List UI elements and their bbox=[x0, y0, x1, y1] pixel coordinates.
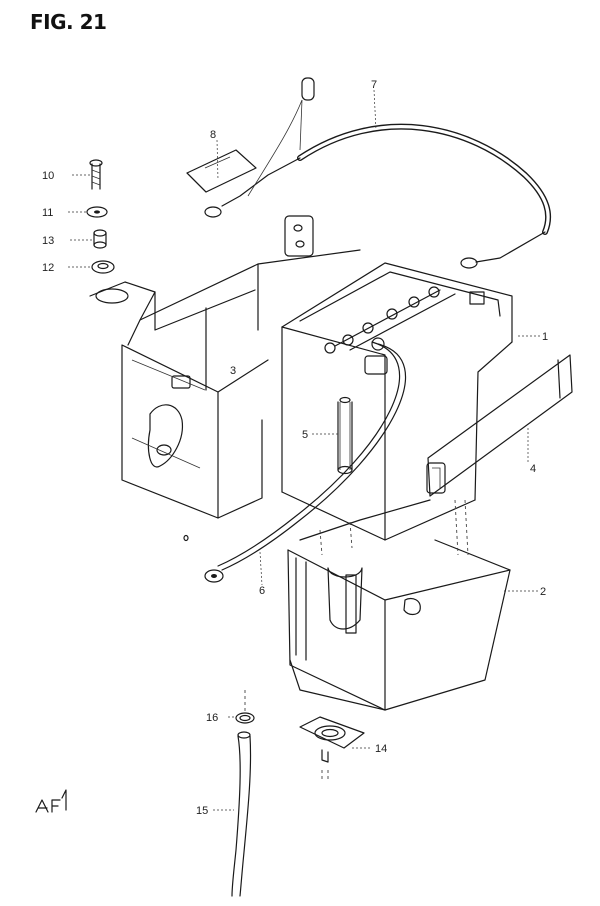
small-fastener-dot bbox=[183, 534, 189, 542]
drain-cup-14 bbox=[299, 716, 365, 782]
callout-13: 13 bbox=[42, 235, 54, 247]
battery-case-2 bbox=[287, 499, 511, 711]
battery-1 bbox=[281, 262, 513, 541]
spacer-5 bbox=[337, 401, 353, 475]
collar-13 bbox=[93, 229, 107, 249]
bolt-10 bbox=[89, 159, 103, 190]
callout-10: 10 bbox=[42, 170, 54, 182]
callout-6: 6 bbox=[259, 585, 265, 597]
battery-cable-6 bbox=[204, 337, 407, 583]
callout-11: 11 bbox=[42, 207, 53, 219]
front-arrow-icon bbox=[35, 789, 67, 813]
terminal-cover-8 bbox=[186, 149, 257, 193]
battery-cable-7 bbox=[204, 77, 552, 269]
callout-2: 2 bbox=[540, 586, 546, 598]
breather-hose-15 bbox=[231, 731, 252, 897]
callout-5: 5 bbox=[302, 429, 308, 441]
figure-title: FIG. 21 bbox=[30, 10, 107, 34]
callout-15: 15 bbox=[196, 805, 208, 817]
callout-8: 8 bbox=[210, 129, 216, 141]
callout-1: 1 bbox=[542, 331, 548, 343]
callout-7: 7 bbox=[371, 79, 377, 91]
hose-clamp-16 bbox=[235, 690, 255, 724]
leader-lines bbox=[68, 89, 540, 811]
callout-3: 3 bbox=[230, 365, 236, 377]
callout-12: 12 bbox=[42, 262, 54, 274]
callout-14: 14 bbox=[375, 743, 387, 755]
callout-4: 4 bbox=[530, 463, 536, 475]
grommet-12 bbox=[91, 260, 115, 274]
battery-holder-3 bbox=[89, 215, 361, 519]
band-4 bbox=[426, 354, 573, 497]
callout-16: 16 bbox=[206, 712, 218, 724]
washer-11 bbox=[86, 206, 108, 218]
